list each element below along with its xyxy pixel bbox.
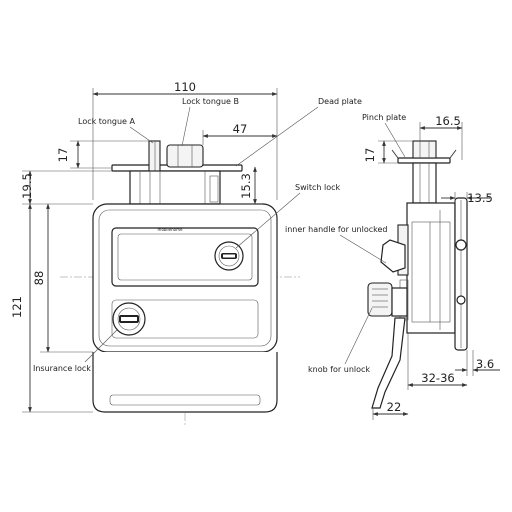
- unlock-knob: [367, 282, 393, 317]
- side-body: [406, 202, 456, 334]
- side-view: [367, 140, 468, 409]
- label-inner-handle: inner handle for unlocked: [285, 225, 387, 234]
- lock-tongue-b: [166, 144, 204, 168]
- dim-overall-width: 110: [174, 80, 196, 94]
- lower-plate: [92, 352, 278, 413]
- dim-plate-thickness: 3.6: [476, 357, 494, 371]
- insurance-lock: [112, 302, 146, 336]
- label-lock-tongue-a: Lock tongue A: [78, 117, 136, 126]
- dim-flange-thickness: 13.5: [467, 191, 493, 205]
- handle-recess: [111, 227, 259, 287]
- label-knob-for-unlock: knob for unlock: [308, 365, 370, 374]
- dim-tongue-b-offset: 47: [233, 122, 248, 136]
- front-view: mobilehome: [60, 140, 300, 425]
- front-dimensions: 110 47 17 19.5 15.3 88 121: [10, 80, 278, 413]
- dim-knob-depth: 22: [387, 400, 402, 414]
- switch-lock: [214, 241, 244, 271]
- lock-tongue-a: [148, 140, 161, 173]
- dim-side-tongue-height: 17: [363, 148, 377, 163]
- side-dimensions: 16.5 17 13.5 3.6 32-36 22: [363, 114, 500, 420]
- front-labels: Lock tongue A Lock tongue B Dead plate S…: [33, 97, 362, 373]
- label-dead-plate: Dead plate: [318, 97, 362, 106]
- label-insurance-lock: Insurance lock: [33, 364, 91, 373]
- pinch-plate: [397, 157, 451, 164]
- dim-body-height: 88: [32, 271, 46, 286]
- dim-panel-range: 32-36: [421, 371, 454, 385]
- dim-plate-to-body: 19.5: [20, 173, 34, 199]
- lever-arm: [371, 317, 406, 409]
- dim-pinch-plate-width: 16.5: [435, 114, 461, 128]
- side-labels: Pinch plate inner handle for unlocked kn…: [285, 113, 406, 374]
- mechanism-housing: [129, 170, 221, 205]
- label-pinch-plate: Pinch plate: [362, 113, 406, 122]
- dim-overall-height: 121: [10, 296, 24, 318]
- engraving-text: mobilehome: [158, 227, 183, 232]
- inner-handle: [380, 239, 406, 273]
- dim-tongue-b-to-body: 15.3: [239, 173, 253, 199]
- dim-front-tongue-height: 17: [56, 148, 70, 163]
- label-lock-tongue-b: Lock tongue B: [182, 97, 239, 106]
- label-switch-lock: Switch lock: [295, 183, 341, 192]
